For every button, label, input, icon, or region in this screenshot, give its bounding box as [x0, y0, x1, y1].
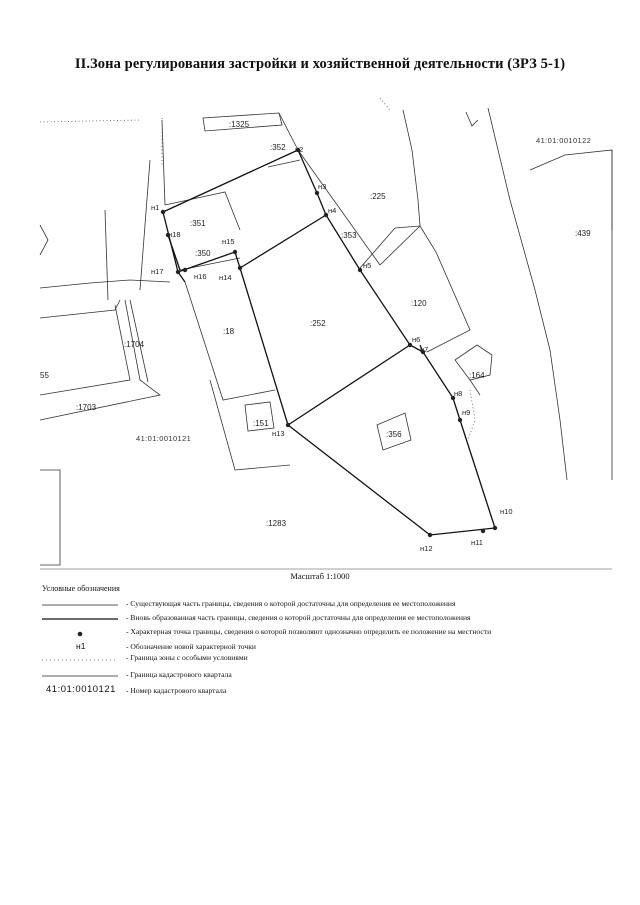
parcel-label: :1325 [229, 120, 250, 129]
parcel-1325-outline [202, 112, 283, 132]
point-label-n1: н1 [151, 203, 159, 212]
point-marker-n15 [232, 249, 238, 255]
point-marker-n11 [480, 528, 486, 534]
quarter-label-0122: 41:01:0010122 [536, 136, 591, 145]
legend-text: - Граница зоны с особыми условиями [126, 653, 248, 662]
point-marker-n3 [314, 190, 320, 196]
parcel-label: :351 [190, 219, 206, 228]
point-marker-n18 [165, 232, 171, 238]
point-marker-n8 [450, 395, 456, 401]
parcel-label: :120 [411, 299, 427, 308]
legend-text: - Номер кадастрового квартала [126, 686, 227, 695]
parcel-label: :225 [370, 192, 386, 201]
point-marker-n2 [295, 147, 301, 153]
scale-text: Масштаб 1:1000 [290, 571, 350, 581]
special-zone-boundary [39, 97, 476, 441]
point-label-n4: н4 [328, 206, 336, 215]
parcel-label: :164 [469, 371, 485, 380]
legend-symbol-text: н1 [42, 641, 118, 655]
legend-item-new-point-label: н1 - Обозначение новой характерной точки [42, 641, 602, 655]
legend-symbol-line [42, 604, 118, 606]
point-marker-n5 [357, 267, 363, 273]
parcel-label: :356 [386, 430, 402, 439]
parcel-label: :18 [223, 327, 235, 336]
legend-item-new-boundary: - Вновь образованная часть границы, свед… [42, 612, 602, 626]
quarter-label-0121: 41:01:0010121 [136, 434, 191, 443]
parcel-label: 55 [40, 371, 49, 380]
legend-item-existing-boundary: - Существующая часть границы, сведения о… [42, 598, 602, 612]
point-marker-n12 [427, 532, 433, 538]
legend-item-quarter-number: 41:01:0010121 - Номер кадастрового кварт… [42, 684, 602, 699]
point-label-n12: н12 [420, 544, 432, 553]
point-marker-n10 [492, 525, 498, 531]
point-label-n7: н7 [420, 345, 428, 354]
legend-symbol-label: н1 [76, 641, 86, 651]
parcel-label: :1704 [124, 340, 145, 349]
point-marker-n9 [457, 417, 463, 423]
parcel-label: :352 [270, 143, 286, 152]
legend-item-point: - Характерная точка границы, сведения о … [42, 626, 602, 640]
map-title: II.Зона регулирования застройки и хозяйс… [74, 56, 566, 72]
point-marker-n14 [237, 265, 243, 271]
legend-item-quarter-boundary: - Граница кадастрового квартала [42, 669, 602, 683]
legend-text: - Характерная точка границы, сведения о … [126, 627, 492, 636]
point-label-n8: н8 [454, 389, 462, 398]
point-label-n10: н10 [500, 507, 512, 516]
point-marker-n17 [175, 269, 181, 275]
legend-item-zone-boundary: - Граница зоны с особыми условиями [42, 652, 602, 666]
legend-text: - Вновь образованная часть границы, свед… [126, 613, 471, 622]
point-marker-n7 [420, 349, 426, 355]
point-label-n9: н9 [462, 408, 470, 417]
parcel-label: :350 [195, 249, 211, 258]
point-label-n3: н3 [318, 182, 326, 191]
point-marker-n6 [407, 342, 413, 348]
point-label-n6: н6 [412, 335, 420, 344]
legend-heading: Условные обозначения [42, 584, 120, 593]
legend-symbol-line [42, 675, 118, 677]
parcel-label: :1283 [266, 519, 287, 528]
legend-symbol-kv: 41:01:0010121 [42, 684, 118, 699]
point-marker-n16 [182, 267, 188, 273]
legend-text: - Обозначение новой характерной точки [126, 642, 256, 651]
parcel-label: :353 [341, 231, 357, 240]
point-label-n16: н16 [194, 272, 206, 281]
point-label-n17: н17 [151, 267, 163, 276]
point-marker-n13 [285, 422, 291, 428]
point-label-n15: н15 [222, 237, 234, 246]
point-label-n14: н14 [219, 273, 231, 282]
point-label-n11: н11 [471, 538, 483, 547]
parcel-label: :1703 [76, 403, 97, 412]
parcel-label: :252 [310, 319, 326, 328]
legend-text: - Существующая часть границы, сведения о… [126, 599, 456, 608]
point-label-n2: н2 [295, 145, 303, 154]
point-label-n18: н18 [168, 230, 180, 239]
parcel-label: :439 [575, 229, 591, 238]
point-label-n13: н13 [272, 429, 284, 438]
legend-symbol-thick-line [42, 618, 118, 620]
legend-symbol-dotted [42, 659, 118, 661]
point-label-n5: н5 [363, 261, 371, 270]
legend-symbol-label: 41:01:0010121 [46, 684, 116, 695]
characteristic-points [160, 147, 498, 538]
point-marker-n1 [160, 209, 166, 215]
parcel-label: :151 [253, 419, 269, 428]
legend-symbol-dot [77, 631, 83, 637]
existing-boundaries [39, 107, 613, 566]
legend-text: - Граница кадастрового квартала [126, 670, 232, 679]
point-marker-n4 [323, 212, 329, 218]
